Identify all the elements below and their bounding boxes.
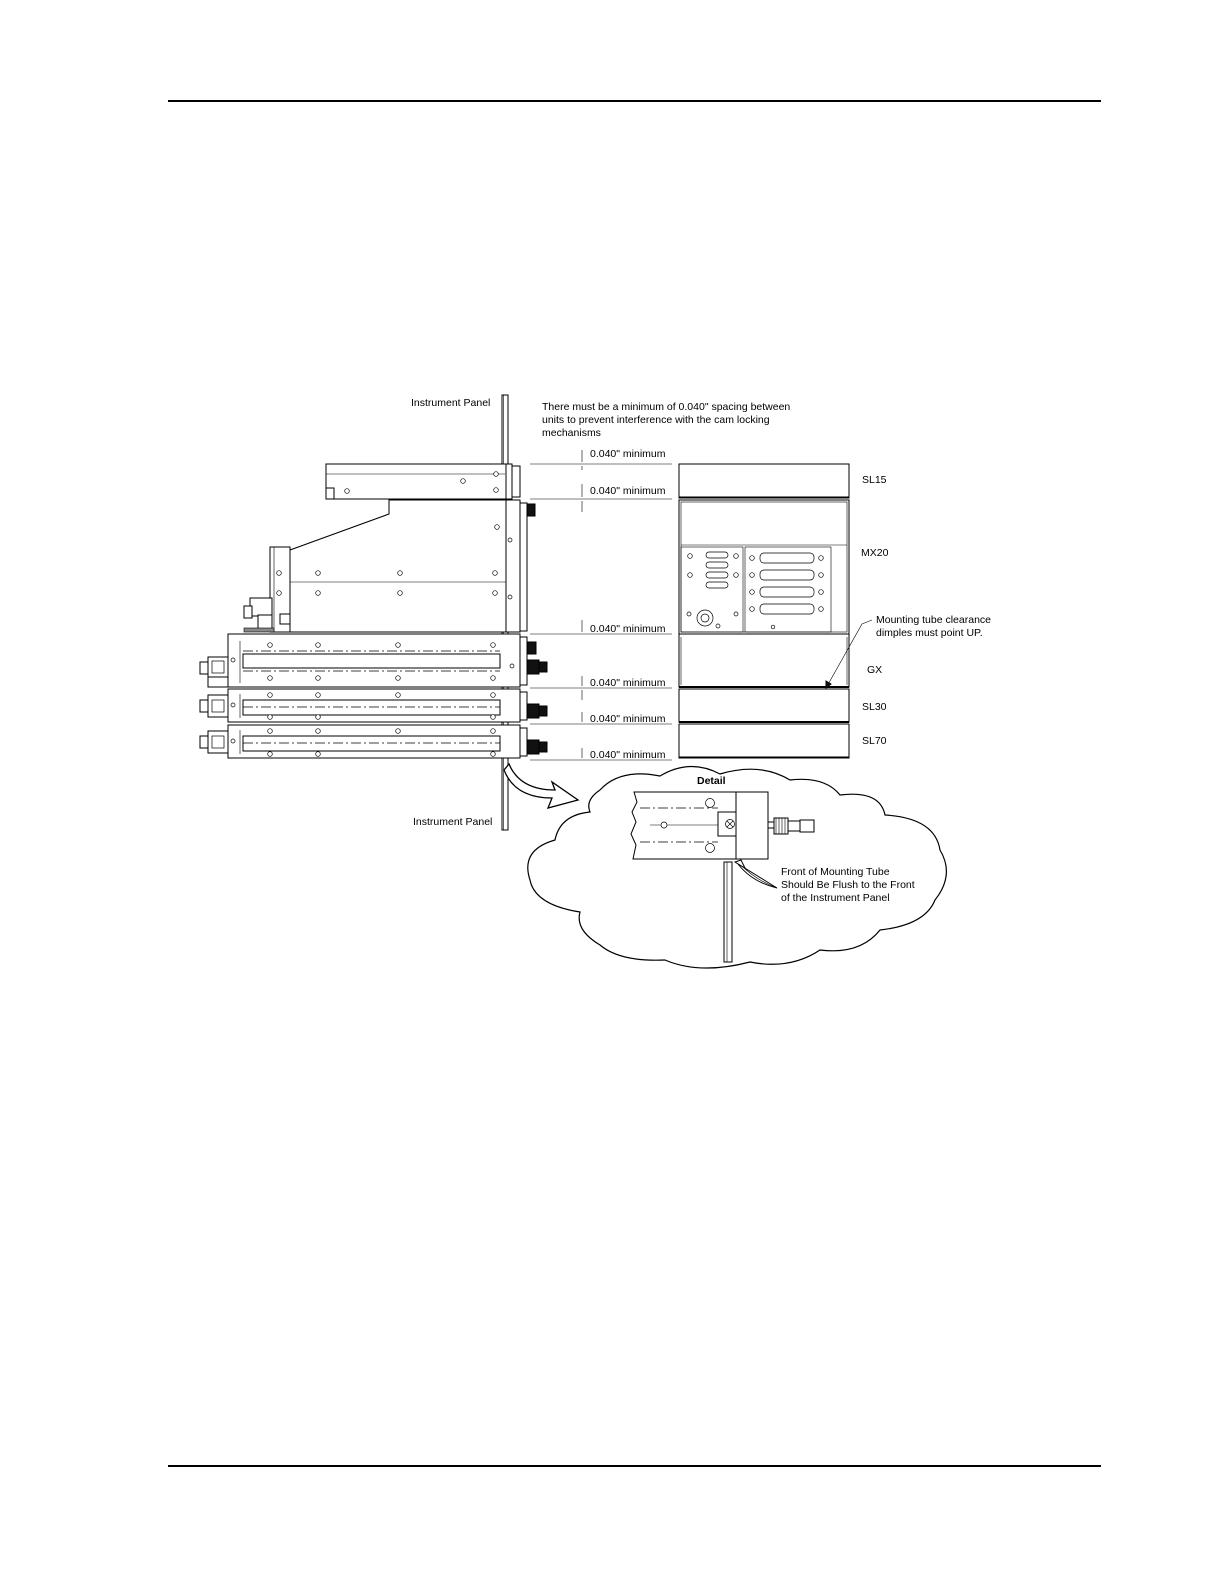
minimum-label-6: 0.040" minimum bbox=[590, 749, 666, 761]
tube-note-leader bbox=[825, 619, 873, 689]
detail-title: Detail bbox=[697, 775, 726, 787]
sl70-front-view bbox=[678, 723, 850, 759]
spacing-note-line-2: units to prevent interference with the c… bbox=[542, 414, 770, 426]
unit-label-sl15: SL15 bbox=[862, 474, 887, 486]
gx-side-view bbox=[199, 633, 548, 688]
spacing-dimension-marks bbox=[530, 450, 672, 761]
detail-cloud bbox=[527, 765, 947, 969]
detail-mounting-tube bbox=[630, 791, 815, 860]
sl15-side-view bbox=[325, 463, 521, 500]
unit-label-sl30: SL30 bbox=[862, 701, 887, 713]
flush-note-line-1: Front of Mounting Tube bbox=[781, 866, 890, 878]
instrument-panel-label-bottom: Instrument Panel bbox=[413, 816, 492, 828]
instrument-panel-label-top: Instrument Panel bbox=[411, 397, 490, 409]
detail-instrument-panel bbox=[723, 861, 733, 963]
detail-callout-arrow bbox=[503, 762, 580, 809]
sl15-front-view bbox=[678, 463, 850, 499]
mx20-front-view bbox=[678, 499, 850, 635]
spacing-note-line-3: mechanisms bbox=[542, 427, 601, 439]
spacing-note-line-1: There must be a minimum of 0.040" spacin… bbox=[542, 401, 790, 413]
sl30-front-view bbox=[678, 688, 850, 723]
sl70-side-view bbox=[199, 724, 548, 759]
minimum-label-3: 0.040" minimum bbox=[590, 623, 666, 635]
unit-label-mx20: MX20 bbox=[861, 547, 889, 559]
tube-note-line-1: Mounting tube clearance bbox=[876, 614, 991, 626]
flush-note-line-2: Should Be Flush to the Front bbox=[781, 879, 915, 891]
minimum-label-5: 0.040" minimum bbox=[590, 713, 666, 725]
header-rule bbox=[168, 100, 1101, 102]
minimum-label-4: 0.040" minimum bbox=[590, 677, 666, 689]
unit-label-gx: GX bbox=[867, 664, 882, 676]
minimum-label-1: 0.040" minimum bbox=[590, 448, 666, 460]
tube-note-arrowhead bbox=[825, 680, 832, 690]
flush-note-arrow bbox=[733, 859, 778, 889]
unit-label-sl70: SL70 bbox=[862, 735, 887, 747]
minimum-label-2: 0.040" minimum bbox=[590, 485, 666, 497]
gx-front-view bbox=[678, 633, 850, 688]
footer-rule bbox=[168, 1465, 1101, 1467]
sl30-side-view bbox=[199, 688, 548, 723]
flush-note-line-3: of the Instrument Panel bbox=[781, 892, 890, 904]
tube-note-line-2: dimples must point UP. bbox=[876, 627, 983, 639]
mx20-side-view bbox=[243, 499, 536, 633]
